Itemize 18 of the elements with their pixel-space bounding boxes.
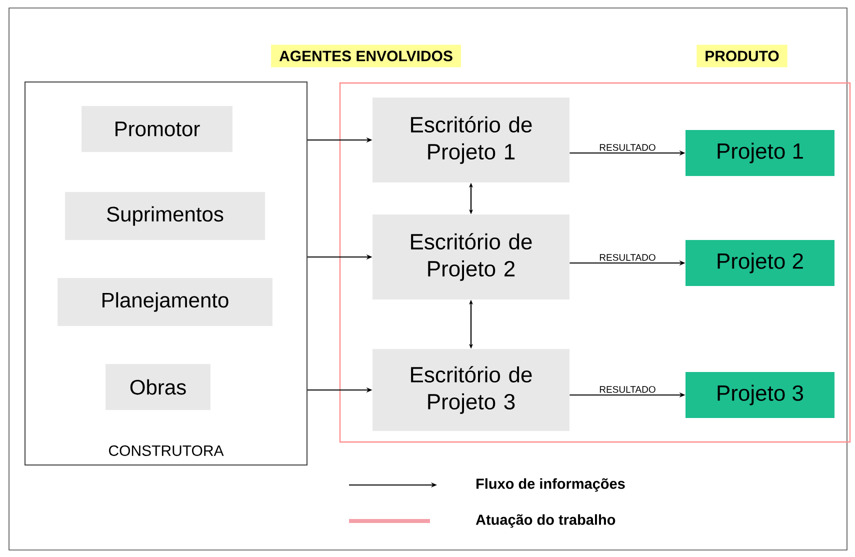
office-box: Escritório de Projeto 3 — [372, 349, 570, 431]
agent-box: Planejamento — [58, 278, 272, 326]
agent-box: Suprimentos — [65, 192, 265, 240]
heading: PRODUTO — [696, 44, 788, 68]
edge-label: RESULTADO — [600, 254, 656, 261]
edge-label: RESULTADO — [600, 144, 656, 151]
legend-text: Fluxo de informações — [476, 478, 625, 492]
product-box: Projeto 1 — [686, 130, 834, 176]
product-box: Projeto 3 — [686, 372, 834, 418]
legend-text: Atuação do trabalho — [476, 514, 616, 528]
heading: AGENTES ENVOLVIDOS — [271, 44, 461, 68]
agent-box: Obras — [106, 364, 210, 410]
edge-label: RESULTADO — [600, 386, 656, 393]
agent-box: Promotor — [82, 106, 232, 152]
office-box: Escritório de Projeto 2 — [372, 214, 570, 300]
office-box: Escritório de Projeto 1 — [372, 98, 570, 182]
work-area-box — [339, 82, 851, 443]
product-box: Projeto 2 — [686, 240, 834, 286]
